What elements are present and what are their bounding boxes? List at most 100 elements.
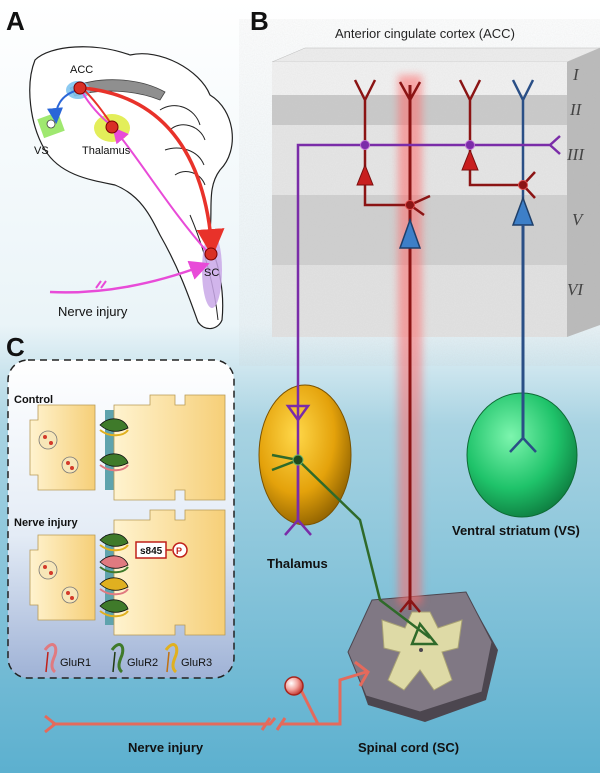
blue-neuron-right-dendrites (511, 79, 535, 210)
glur2-label: GluR2 (127, 657, 158, 669)
layer-label-i: I (572, 65, 580, 84)
afferent-ending (44, 714, 58, 734)
red-synapse-right (518, 180, 528, 190)
glur3-label: GluR3 (181, 657, 212, 669)
red-neuron-right-soma (461, 148, 479, 171)
drg-ganglion (284, 676, 304, 696)
thalamus-label: Thalamus (82, 145, 131, 157)
sc-to-thalamus-pathway (112, 126, 211, 256)
acc-to-sc-pathway (81, 86, 225, 257)
nerve-injury-label-c: Nerve injury (14, 517, 78, 529)
control-receptor-1 (99, 418, 129, 432)
red-neuron-left-soma (356, 163, 374, 186)
brain-outline (29, 46, 233, 330)
sc-dot (204, 247, 218, 261)
injury-vesicle-dot-3 (66, 591, 70, 595)
thalamus-input-terminal (285, 404, 311, 423)
sc-label: SC (204, 267, 219, 279)
thalamus-label-b: Thalamus (267, 556, 328, 571)
control-vesicle-1 (38, 430, 58, 450)
control-postsynaptic (113, 394, 226, 501)
injury-receptor-3b (99, 588, 129, 596)
injury-receptor-3 (99, 577, 129, 591)
vs-label-b: Ventral striatum (VS) (452, 523, 580, 538)
red-synapse-center (405, 200, 415, 210)
injury-receptor-2 (99, 555, 129, 569)
nerve-cut (95, 280, 107, 289)
phospho-circle (172, 542, 188, 558)
control-presynaptic (29, 404, 96, 491)
acc-dot (73, 81, 87, 95)
glur2-icon-line (112, 651, 116, 673)
control-vesicle-dot-4 (70, 466, 74, 470)
injury-vesicle-2 (61, 586, 79, 604)
control-cleft (105, 410, 114, 490)
control-vesicle-dot-3 (66, 461, 70, 465)
vs-label: VS (34, 145, 49, 157)
glur2-icon (110, 643, 125, 674)
cerebellum-folds (159, 105, 206, 186)
afferent-terminal (354, 660, 370, 687)
injury-receptor-4 (99, 599, 129, 613)
drg-stem (298, 687, 320, 725)
control-receptor-2b (99, 464, 129, 472)
thalamus-neuron-dendrites (284, 460, 312, 536)
glur1-label: GluR1 (60, 657, 91, 669)
acc-label: ACC (70, 64, 93, 76)
panel-label-b: B (250, 6, 269, 36)
central-canal (419, 648, 423, 652)
layer-label-v: V (572, 210, 585, 229)
nerve-injury-label-a: Nerve injury (58, 304, 128, 319)
glur1-icon-line (45, 651, 49, 673)
injury-vesicle-dot-4 (70, 596, 74, 600)
layer-label-ii: II (569, 100, 583, 119)
layer-label-vi: VI (567, 280, 584, 299)
panel-label-c: C (6, 332, 25, 362)
layer-label-iii: III (566, 145, 585, 164)
spinothalamic-tract (297, 459, 431, 639)
control-receptor-1b (99, 429, 129, 437)
control-vesicle-dot-1 (43, 435, 47, 439)
injury-receptor-4b (99, 610, 129, 618)
injury-receptor-1 (99, 533, 129, 547)
corpus-callosum (69, 79, 166, 101)
blue-neuron-central-soma (398, 217, 422, 249)
green-neuron-soma (292, 454, 304, 466)
acc-title: Anterior cingulate cortex (ACC) (335, 26, 515, 41)
thalamus-dot (105, 120, 119, 134)
injury-vesicle-dot-2 (49, 571, 53, 575)
glur3-icon (164, 643, 179, 674)
control-vesicle-2 (61, 456, 79, 474)
control-vesicle-dot-2 (49, 441, 53, 445)
phospho-label: P (176, 546, 182, 556)
afferent-nerve (52, 670, 367, 726)
purple-synapse-right (465, 140, 475, 150)
panel-label-a: A (6, 6, 25, 36)
glur1-icon (43, 643, 58, 674)
panel-c: Control Nerve injury s845 (7, 359, 235, 679)
purple-synapse-left (360, 140, 370, 150)
glur3-icon-line (166, 651, 170, 673)
panel-a-brain: ACC VS Thalamus SC Nerve injury (29, 46, 233, 330)
injury-receptor-2b (99, 566, 129, 574)
sc-label-b: Spinal cord (SC) (358, 740, 459, 755)
acc-to-vs-pathway (47, 89, 79, 124)
phospho-site-label: s845 (140, 546, 163, 557)
injury-vesicle-1 (38, 560, 58, 580)
vs-dot (46, 119, 56, 129)
control-label: Control (14, 394, 53, 406)
cortex-texture (272, 48, 600, 337)
thalamus-acc-axon (296, 135, 561, 520)
injury-presynaptic (29, 534, 96, 621)
control-receptor-2 (99, 453, 129, 467)
spinothalamic-arrowhead (410, 621, 439, 646)
afferent-cut (260, 717, 287, 731)
panel-b: Anterior cingulate cortex (ACC) I II III… (44, 26, 600, 755)
nerve-injury-pathway (49, 260, 210, 294)
acc-vs-terminal (509, 436, 537, 453)
acc-sc-axon-terminal (399, 598, 421, 613)
injury-receptor-1b (99, 544, 129, 552)
nerve-injury-label-b: Nerve injury (128, 740, 204, 755)
injury-postsynaptic (113, 509, 226, 636)
